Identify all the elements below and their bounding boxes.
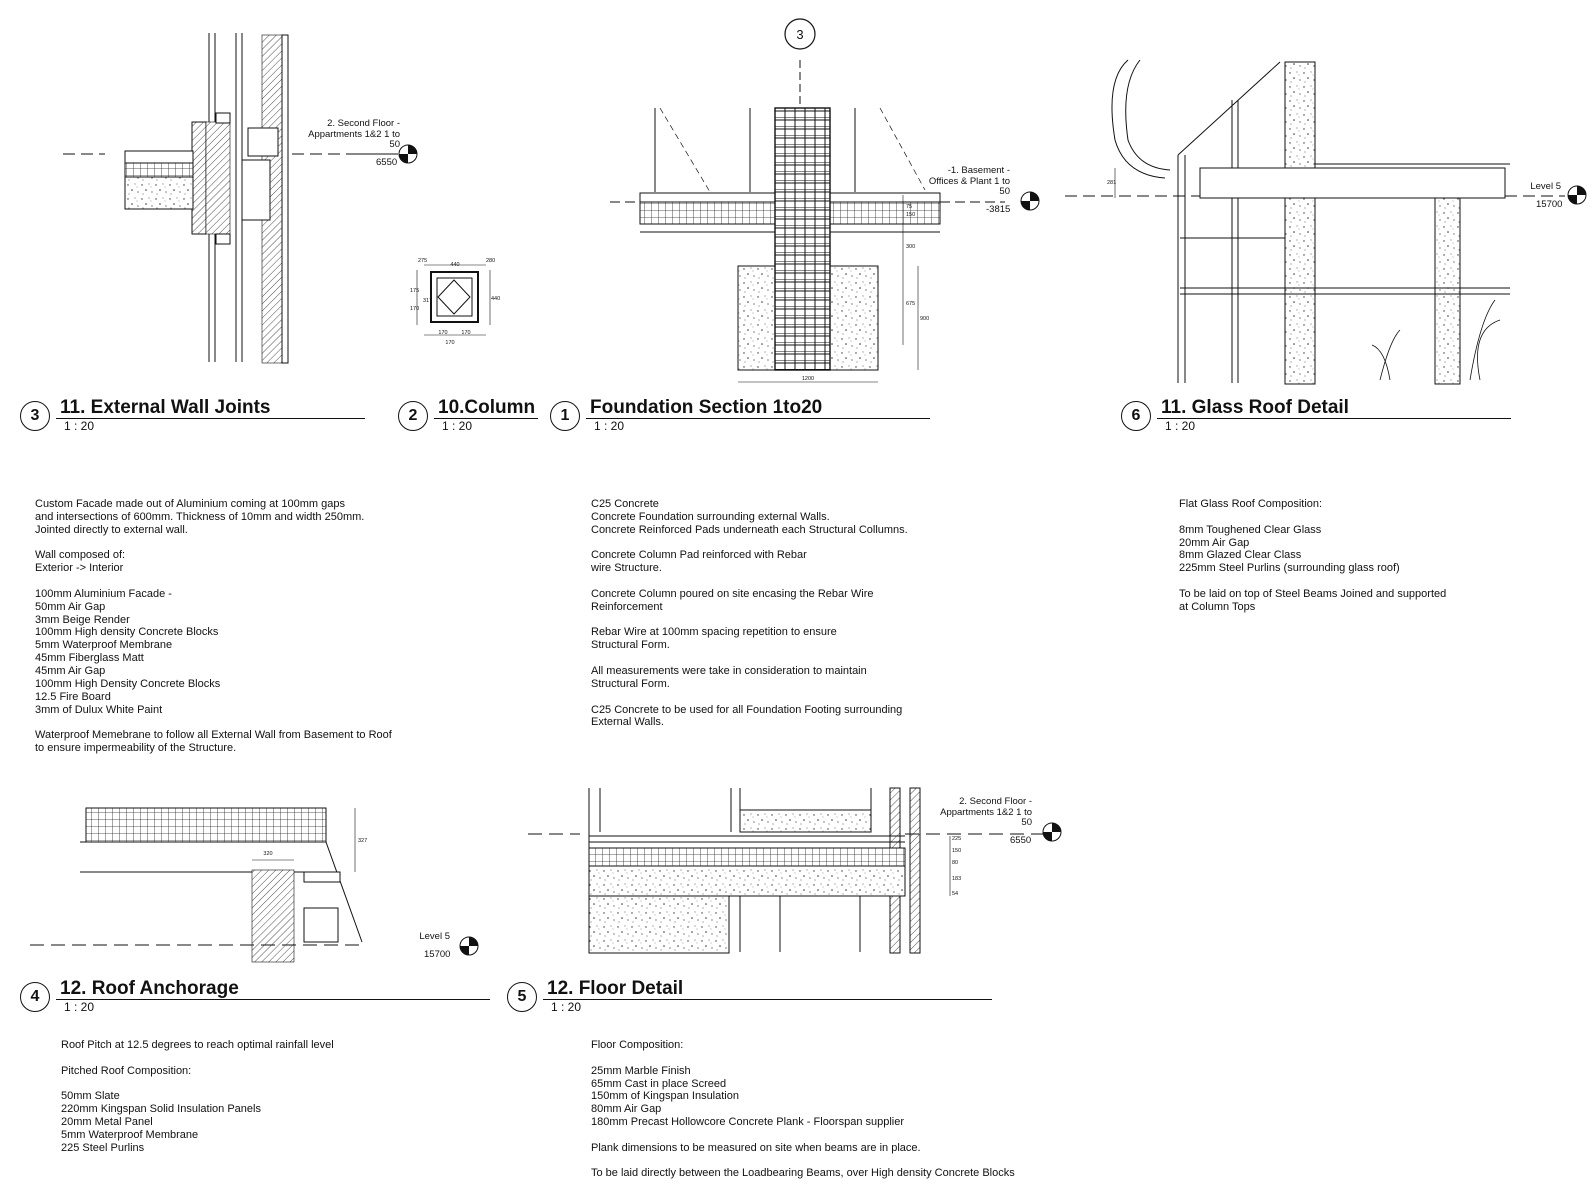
notes-external-wall: Custom Facade made out of Aluminium comi… — [35, 498, 392, 755]
view-scale: 1 : 20 — [594, 419, 625, 433]
view-scale: 1 : 20 — [64, 1000, 95, 1014]
dim-col-280: 280 — [486, 258, 495, 264]
notes-glass-roof: Flat Glass Roof Composition: 8mm Toughen… — [1179, 498, 1447, 613]
level-elev-level5-a: 15700 — [1536, 199, 1563, 210]
grid-marker-3 — [784, 18, 816, 50]
level-elev-second-floor-b: 6550 — [1010, 835, 1032, 846]
dim-r-320: 320 — [263, 851, 272, 857]
title-block-glass-roof: 6 11. Glass Roof Detail 1 : 20 — [1121, 397, 1511, 439]
dim-col-175: 175 — [410, 288, 419, 294]
view-number: 4 — [20, 982, 50, 1012]
level-label-level5-a: Level 5 — [1530, 181, 1561, 192]
view-number: 1 — [550, 401, 580, 431]
glass-roof-drawing — [1065, 59, 1565, 385]
dim-f-900: 900 — [920, 316, 929, 322]
view-title: 11. External Wall Joints — [60, 397, 271, 418]
view-title: 10.Column — [438, 397, 536, 418]
dim-f-300: 300 — [906, 244, 915, 250]
dim-f-675: 675 — [906, 301, 915, 307]
column-drawing — [416, 264, 491, 336]
dim-col-170b: 170 — [461, 330, 470, 336]
dim-col-170c: 170 — [410, 306, 419, 312]
dim-col-170d: 170 — [445, 340, 454, 346]
title-block-column: 2 10.Column 1 : 20 — [398, 397, 538, 439]
level-elev-level5-b: 15700 — [424, 949, 451, 960]
dim-fl-183: 183 — [952, 876, 961, 882]
dim-col-440: 440 — [450, 262, 459, 268]
notes-foundation: C25 Concrete Concrete Foundation surroun… — [591, 498, 908, 729]
level-marker-basement — [1020, 191, 1040, 211]
level-elev-basement: -3815 — [986, 204, 1011, 215]
dim-col-317: 317 — [423, 298, 432, 304]
dim-col-170a: 170 — [438, 330, 447, 336]
view-title: Foundation Section 1to20 — [590, 397, 823, 418]
dim-fl-54: 54 — [952, 891, 958, 897]
dim-f-1200: 1200 — [802, 376, 814, 382]
dim-g-281: 281 — [1107, 180, 1116, 186]
view-title: 12. Floor Detail — [547, 978, 684, 999]
view-number: 2 — [398, 401, 428, 431]
dim-fl-225: 225 — [952, 836, 961, 842]
view-title: 11. Glass Roof Detail — [1161, 397, 1349, 418]
dimension-labels: 440 275 280 170 170 175 317 440 170 170 … — [263, 27, 1116, 897]
dim-col-440b: 440 — [491, 296, 500, 302]
view-scale: 1 : 20 — [442, 419, 473, 433]
dim-col-275: 275 — [418, 258, 427, 264]
title-block-roof-anchorage: 4 12. Roof Anchorage 1 : 20 — [20, 978, 490, 1020]
view-scale: 1 : 20 — [551, 1000, 582, 1014]
level-elev-second-floor-a: 6550 — [376, 157, 398, 168]
roof-anchorage-drawing — [30, 807, 363, 963]
dim-fl-150: 150 — [952, 848, 961, 854]
external-wall-joints-drawing — [63, 33, 395, 364]
title-block-floor-detail: 5 12. Floor Detail 1 : 20 — [507, 978, 992, 1020]
view-title: 12. Roof Anchorage — [60, 978, 239, 999]
grid-marker-label: 3 — [796, 27, 803, 42]
level-marker-level5-b — [459, 936, 479, 956]
notes-floor-detail: Floor Composition: 25mm Marble Finish 65… — [591, 1039, 1015, 1180]
level-marker-level5-a — [1567, 185, 1587, 205]
view-number: 3 — [20, 401, 50, 431]
dim-fl-80: 80 — [952, 860, 958, 866]
level-label-second-floor-b: 2. Second Floor - Appartments 1&2 1 to 5… — [940, 796, 1032, 828]
dim-f-150: 150 — [906, 212, 915, 218]
view-scale: 1 : 20 — [64, 419, 95, 433]
title-block-external-wall: 3 11. External Wall Joints 1 : 20 — [20, 397, 365, 439]
view-number: 5 — [507, 982, 537, 1012]
level-marker-second-floor-a — [355, 144, 418, 164]
dim-f-75: 75 — [906, 204, 912, 210]
view-scale: 1 : 20 — [1165, 419, 1196, 433]
foundation-section-drawing — [610, 60, 1005, 383]
level-label-basement: -1. Basement - Offices & Plant 1 to 50 — [928, 165, 1010, 197]
level-label-second-floor-a: 2. Second Floor - Appartments 1&2 1 to 5… — [308, 118, 400, 150]
floor-detail-drawing — [528, 787, 1052, 954]
level-label-level5-b: Level 5 — [419, 931, 450, 942]
notes-roof-anchorage: Roof Pitch at 12.5 degrees to reach opti… — [61, 1039, 334, 1154]
level-marker-second-floor-b — [1042, 822, 1062, 842]
view-number: 6 — [1121, 401, 1151, 431]
dim-r-327: 327 — [358, 838, 367, 844]
title-block-foundation: 1 Foundation Section 1to20 1 : 20 — [550, 397, 930, 439]
